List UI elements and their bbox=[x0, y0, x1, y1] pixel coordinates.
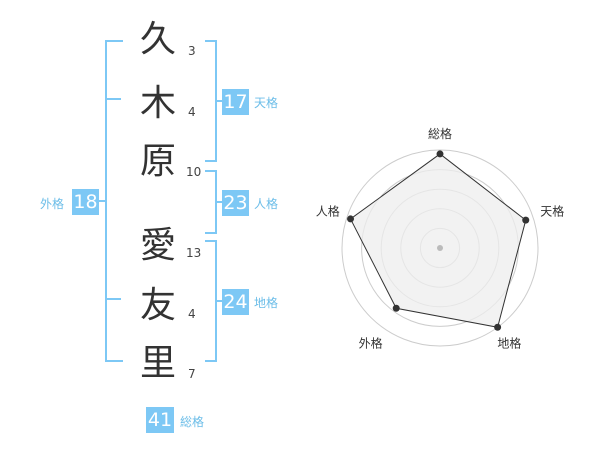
name-char-1: 久 bbox=[139, 19, 176, 60]
radar-axis-label-4: 外格 bbox=[359, 335, 383, 350]
chikaku-value: 24 bbox=[222, 289, 249, 315]
radar-axis-label-5: 人格 bbox=[316, 204, 340, 219]
radar-axis-label-1: 総格 bbox=[428, 126, 452, 141]
bracket-tick bbox=[215, 201, 222, 203]
radar-point-4 bbox=[392, 304, 400, 312]
chikaku-label: 地格 bbox=[254, 296, 279, 310]
radar-point-2 bbox=[522, 216, 530, 224]
name-char-3: 原 bbox=[139, 141, 176, 182]
stroke-count-1: 3 bbox=[188, 44, 196, 58]
name-char-2: 木 bbox=[139, 83, 176, 124]
bracket-tick bbox=[215, 300, 222, 302]
gaikaku-bracket bbox=[105, 40, 123, 362]
radar-axis-label-3: 地格 bbox=[497, 335, 521, 350]
bracket-tick bbox=[105, 298, 121, 300]
name-char-6: 里 bbox=[139, 343, 176, 384]
gaikaku-value: 18 bbox=[72, 189, 99, 215]
soukaku-value: 41 bbox=[146, 407, 174, 433]
name-char-4: 愛 bbox=[139, 225, 176, 266]
radar-point-3 bbox=[494, 323, 502, 331]
radar-point-5 bbox=[347, 215, 355, 223]
bracket-tick bbox=[105, 98, 121, 100]
radar-grid-ring bbox=[341, 149, 539, 347]
name-char-5: 友 bbox=[139, 285, 176, 326]
radar-center bbox=[437, 245, 443, 251]
radar-polygon bbox=[349, 153, 527, 328]
bracket-tick bbox=[215, 100, 222, 102]
radar-points bbox=[347, 150, 530, 331]
tenkaku-value: 17 bbox=[222, 89, 249, 115]
soukaku-label: 総格 bbox=[180, 415, 205, 429]
radar-point-1 bbox=[436, 150, 444, 158]
stroke-count-6: 7 bbox=[188, 367, 196, 381]
radar-axis-label-2: 天格 bbox=[540, 204, 564, 219]
gaikaku-label: 外格 bbox=[40, 197, 65, 211]
stroke-count-4: 13 bbox=[186, 246, 202, 260]
bracket-tick bbox=[97, 200, 106, 202]
stroke-count-2: 4 bbox=[188, 105, 196, 119]
tenkaku-label: 天格 bbox=[254, 96, 279, 110]
stroke-count-5: 4 bbox=[188, 307, 196, 321]
jinkaku-label: 人格 bbox=[254, 197, 279, 211]
stroke-count-3: 10 bbox=[186, 165, 202, 179]
jinkaku-value: 23 bbox=[222, 190, 249, 216]
